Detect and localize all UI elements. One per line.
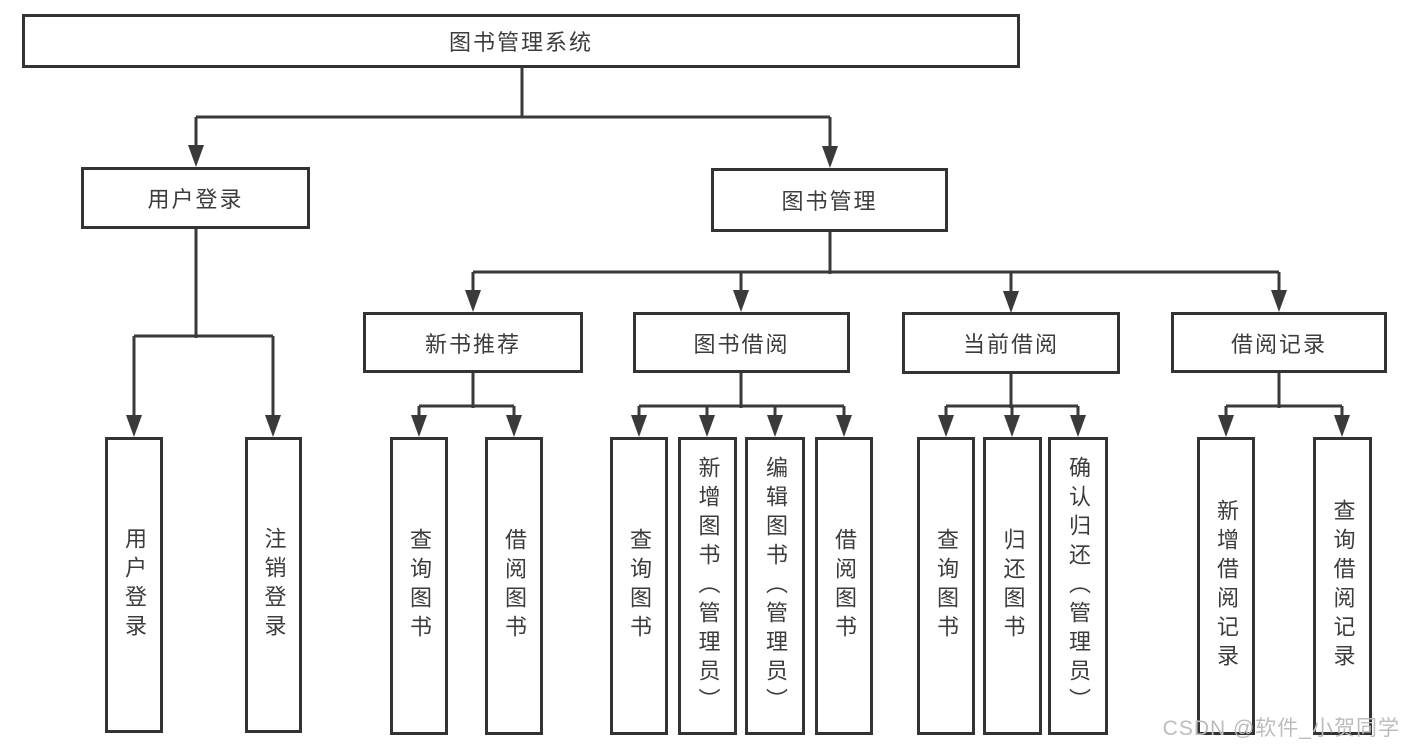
- leaf-user-login: 用户登录: [105, 437, 163, 733]
- node-book-borrow: 图书借阅: [633, 312, 850, 373]
- node-root-label: 图书管理系统: [448, 30, 593, 55]
- node-book-borrow-label: 图书借阅: [693, 331, 790, 357]
- leaf-query-book: 查询图书: [390, 437, 448, 735]
- leaf-query-book-label: 查询图书: [407, 528, 432, 644]
- node-user-login-label: 用户登录: [147, 187, 244, 212]
- leaf-confirm-return-admin: 确认归还（管理员）: [1048, 437, 1108, 735]
- leaf-borrow-book-label: 借阅图书: [502, 528, 527, 644]
- leaf-logout: 注销登录: [245, 437, 302, 733]
- node-user-login: 用户登录: [81, 167, 310, 229]
- leaf-borrow-book: 借阅图书: [815, 437, 873, 735]
- leaf-borrow-book-label: 借阅图书: [832, 528, 857, 644]
- leaf-edit-book-admin: 编辑图书（管理员）: [745, 437, 805, 735]
- leaf-logout-label: 注销登录: [261, 527, 287, 643]
- node-book-management-label: 图书管理: [781, 189, 878, 214]
- leaf-add-book-admin-label: 新增图书（管理员）: [695, 455, 721, 717]
- leaf-add-borrow-record-label: 新增借阅记录: [1214, 499, 1239, 673]
- leaf-query-book: 查询图书: [917, 437, 975, 735]
- leaf-query-borrow-record: 查询借阅记录: [1313, 437, 1372, 735]
- leaf-add-borrow-record: 新增借阅记录: [1197, 437, 1255, 735]
- node-borrow-records: 借阅记录: [1171, 312, 1387, 373]
- leaf-user-login-label: 用户登录: [122, 527, 147, 643]
- node-new-book-recommend-label: 新书推荐: [424, 331, 521, 357]
- node-current-borrow: 当前借阅: [902, 312, 1120, 374]
- node-borrow-records-label: 借阅记录: [1230, 331, 1327, 357]
- node-current-borrow-label: 当前借阅: [962, 332, 1059, 357]
- leaf-query-book-label: 查询图书: [627, 528, 652, 644]
- leaf-query-book: 查询图书: [610, 437, 668, 735]
- node-new-book-recommend: 新书推荐: [363, 312, 583, 373]
- leaf-query-book-label: 查询图书: [934, 528, 959, 644]
- leaf-return-book: 归还图书: [983, 437, 1042, 735]
- node-book-management: 图书管理: [711, 168, 948, 232]
- leaf-confirm-return-admin-label: 确认归还（管理员）: [1066, 455, 1091, 717]
- leaf-query-borrow-record-label: 查询借阅记录: [1330, 499, 1356, 673]
- node-root: 图书管理系统: [22, 14, 1020, 68]
- leaf-edit-book-admin-label: 编辑图书（管理员）: [763, 455, 788, 717]
- leaf-add-book-admin: 新增图书（管理员）: [678, 437, 737, 735]
- leaf-borrow-book: 借阅图书: [485, 437, 543, 735]
- leaf-return-book-label: 归还图书: [1000, 528, 1026, 644]
